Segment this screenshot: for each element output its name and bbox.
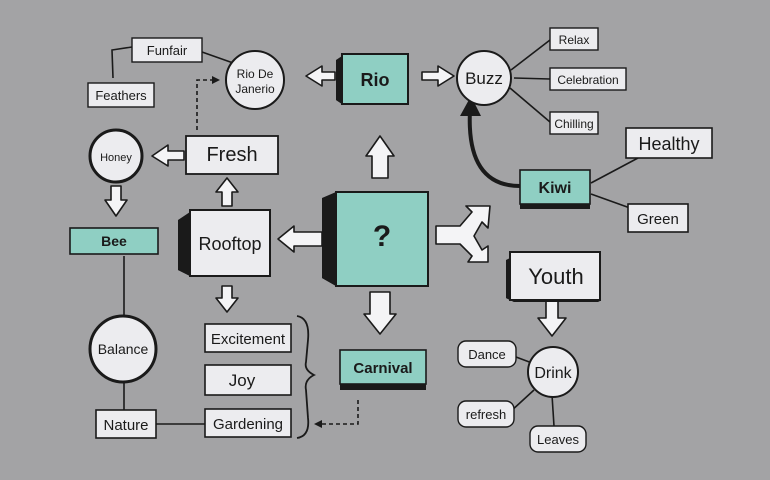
line-funfair-feathers	[111, 46, 133, 79]
honey-node[interactable]: Honey	[88, 128, 144, 184]
arrow-center-split	[435, 205, 491, 263]
dashed-fresh-to-rio-de-janerio	[196, 76, 220, 130]
hollow-arrows	[104, 65, 567, 337]
refresh-label: refresh	[466, 407, 506, 422]
leaves-node[interactable]: Leaves	[529, 425, 587, 453]
arrow-honey-to-bee	[104, 185, 128, 217]
fresh-node[interactable]: Fresh	[185, 135, 279, 175]
balance-label: Balance	[98, 341, 149, 357]
feathers-node[interactable]: Feathers	[87, 82, 155, 108]
rooftop-label: Rooftop	[198, 234, 261, 254]
drink-label: Drink	[534, 365, 572, 382]
healthy-label: Healthy	[638, 134, 699, 154]
relax-label: Relax	[559, 33, 590, 47]
buzz-node[interactable]: Buzz	[456, 50, 512, 106]
dashed-carnival-to-gardening	[314, 400, 359, 428]
dance-node[interactable]: Dance	[457, 340, 517, 368]
dashed-connectors	[196, 76, 359, 428]
leaves-label: Leaves	[537, 432, 579, 447]
arrow-rio-to-rio-de-janerio	[305, 65, 336, 87]
carnival-node[interactable]: Carnival	[339, 349, 427, 390]
line-buzz-chilling	[509, 87, 551, 123]
bee-node[interactable]: Bee	[69, 227, 159, 255]
healthy-node[interactable]: Healthy	[625, 127, 713, 159]
arrow-youth-to-drink	[537, 299, 567, 337]
fresh-label: Fresh	[206, 144, 257, 166]
buzz-label: Buzz	[465, 69, 503, 88]
honey-label: Honey	[100, 152, 132, 164]
arrow-center-to-rio	[365, 135, 395, 179]
kiwi-node[interactable]: Kiwi	[519, 169, 591, 209]
funfair-node[interactable]: Funfair	[131, 37, 203, 63]
nature-node[interactable]: Nature	[95, 409, 157, 439]
balance-node[interactable]: Balance	[88, 314, 158, 384]
youth-node[interactable]: Youth	[506, 251, 601, 302]
rio-de-janerio-node[interactable]: Rio De Janerio	[225, 50, 285, 110]
green-node[interactable]: Green	[627, 203, 689, 233]
center-label: ?	[373, 220, 391, 253]
arrow-fresh-to-honey	[151, 144, 185, 167]
line-kiwi-healthy	[590, 157, 639, 184]
carnival-label: Carnival	[353, 360, 412, 377]
nature-label: Nature	[103, 417, 148, 434]
rio-de-janerio-label-line2: Janerio	[235, 82, 275, 96]
gardening-node[interactable]: Gardening	[204, 408, 292, 438]
arrow-center-to-rooftop	[277, 225, 323, 253]
rio-de-janerio-label-line1: Rio De	[237, 67, 274, 81]
funfair-label: Funfair	[147, 43, 188, 58]
center-node[interactable]: ?	[322, 191, 429, 287]
kiwi-label: Kiwi	[539, 180, 572, 197]
list-bracket	[296, 315, 317, 439]
line-buzz-relax	[510, 39, 551, 71]
chilling-node[interactable]: Chilling	[549, 111, 599, 135]
arrow-rooftop-to-fresh	[215, 177, 239, 207]
arrow-rooftop-to-list	[215, 285, 239, 313]
line-drink-leaves	[551, 394, 555, 427]
rooftop-node[interactable]: Rooftop	[178, 209, 271, 277]
youth-label: Youth	[528, 264, 583, 289]
arrow-center-to-carnival	[363, 291, 397, 335]
celebration-node[interactable]: Celebration	[549, 67, 627, 91]
celebration-label: Celebration	[557, 73, 618, 87]
joy-node[interactable]: Joy	[204, 364, 292, 396]
line-buzz-celebration	[513, 77, 551, 80]
rio-label: Rio	[361, 70, 390, 90]
dance-label: Dance	[468, 347, 506, 362]
chilling-label: Chilling	[554, 117, 593, 131]
kiwi-to-buzz-arrow	[460, 96, 521, 188]
refresh-node[interactable]: refresh	[457, 400, 515, 428]
bee-label: Bee	[101, 233, 127, 249]
rio-node[interactable]: Rio	[336, 53, 409, 105]
line-funfair-rio-de-janerio	[201, 51, 237, 65]
excitement-label: Excitement	[211, 331, 286, 348]
line-kiwi-green	[590, 193, 631, 209]
drink-node[interactable]: Drink	[527, 346, 579, 398]
green-label: Green	[637, 211, 679, 228]
joy-label: Joy	[229, 371, 256, 390]
excitement-node[interactable]: Excitement	[204, 323, 292, 353]
feathers-label: Feathers	[95, 88, 147, 103]
arrow-rio-to-buzz	[421, 65, 455, 87]
relax-node[interactable]: Relax	[549, 27, 599, 51]
gardening-label: Gardening	[213, 416, 283, 433]
